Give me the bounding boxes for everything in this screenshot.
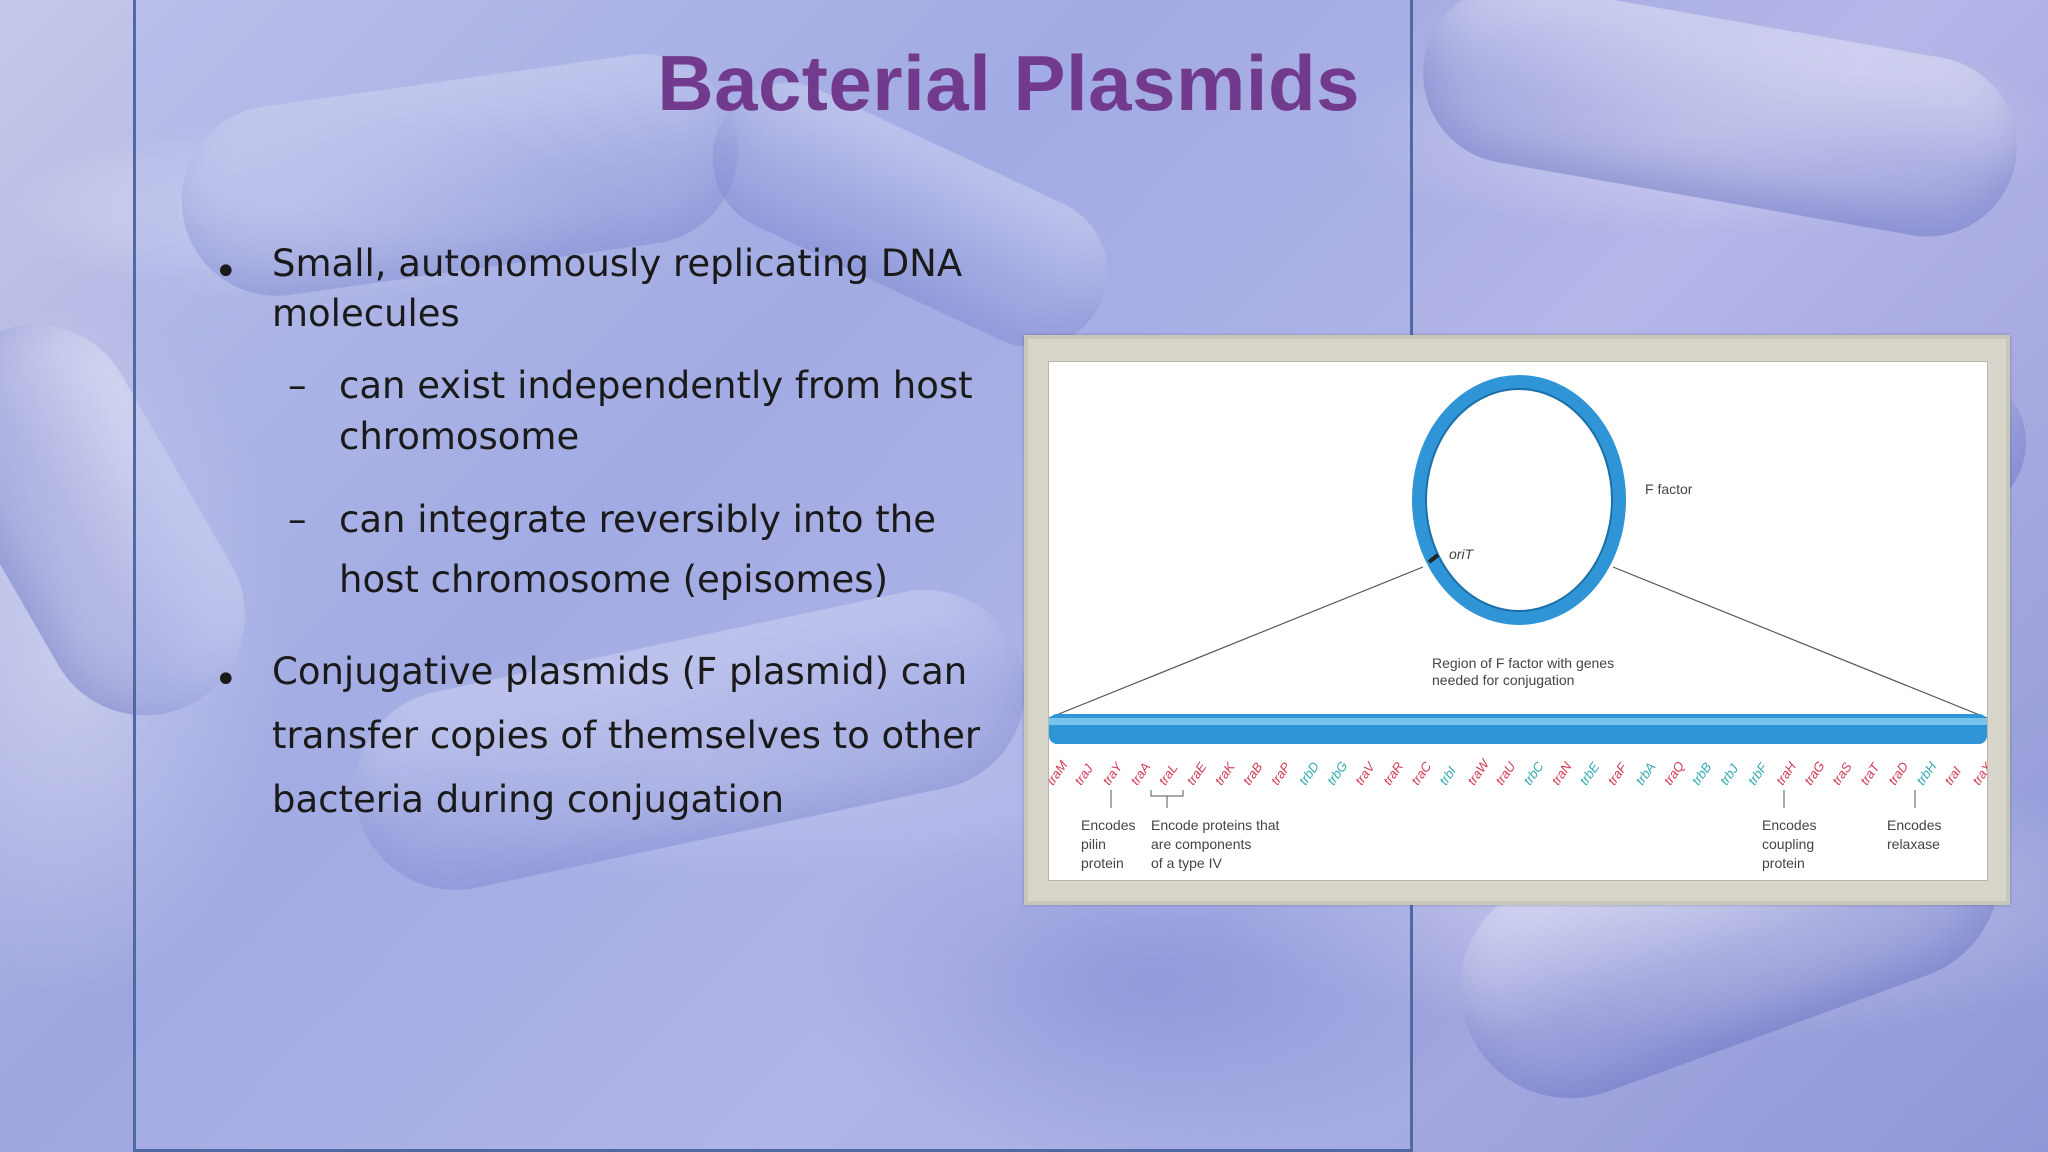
note-line: relaxase <box>1887 836 1940 852</box>
sub-bullet-text-line: can exist independently from host <box>339 364 973 407</box>
bullet-text-line: bacteria during conjugation <box>272 778 785 821</box>
note-line: of a type IV <box>1151 855 1222 871</box>
sub-bullet-text-line: chromosome <box>339 415 580 458</box>
orit-label: oriT <box>1449 546 1475 562</box>
figure-frame: oriT F factor Region of F factor with ge… <box>1024 335 2010 905</box>
gene-label-trbb: trbB <box>1689 759 1715 787</box>
gene-label-tral: traL <box>1155 761 1180 788</box>
note-line: coupling <box>1762 836 1814 852</box>
slide-title: Bacterial Plasmids <box>657 39 1360 127</box>
bar-highlight <box>1049 718 1987 725</box>
gene-label-trax: traX <box>1969 758 1987 787</box>
gene-label-tram: traM <box>1049 758 1070 788</box>
gene-label-trba: trbA <box>1632 760 1658 788</box>
gene-label-trbf: trbF <box>1745 759 1771 787</box>
gene-label-trbc: trbC <box>1520 758 1547 787</box>
gene-label-trav: traV <box>1352 758 1379 787</box>
gene-label-trat: traT <box>1857 759 1883 787</box>
expansion-line-right <box>1612 566 1988 719</box>
gene-label-trbh: trbH <box>1913 758 1940 787</box>
bullet-text-line: transfer copies of themselves to other <box>272 714 981 757</box>
sub-bullet-text-line: can integrate reversibly into the <box>339 498 937 541</box>
gene-label-tran: traN <box>1548 758 1575 787</box>
bullet-dot: • <box>214 249 238 295</box>
f-factor-label: F factor <box>1645 481 1693 497</box>
gene-label-trae: traE <box>1183 759 1209 787</box>
region-label-line: Region of F factor with genes <box>1432 655 1614 671</box>
orit-marker <box>1427 553 1440 564</box>
gene-label-traf: traF <box>1604 759 1630 787</box>
bullet-text-line: Conjugative plasmids (F plasmid) can <box>272 650 968 693</box>
gene-label-trad: traD <box>1885 759 1911 788</box>
note-line: Encodes <box>1762 817 1816 833</box>
plasmid-ring <box>1412 375 1626 625</box>
gene-label-trag: traG <box>1801 758 1828 787</box>
gene-label-trab: traB <box>1240 759 1266 787</box>
gene-label-tras: traS <box>1829 759 1855 787</box>
gene-label-trbg: trbG <box>1324 758 1351 787</box>
gene-label-trac: traC <box>1408 758 1435 787</box>
gene-label-trak: traK <box>1212 758 1239 787</box>
gene-label-traj: traJ <box>1071 761 1096 788</box>
gene-label-trau: traU <box>1492 758 1519 787</box>
sub-bullet-text-line: host chromosome (episomes) <box>339 558 889 601</box>
note-line: protein <box>1762 855 1805 871</box>
gene-label-trbd: trbD <box>1296 759 1322 788</box>
gene-label-trbe: trbE <box>1576 759 1602 787</box>
f-factor-figure: oriT F factor Region of F factor with ge… <box>1043 361 1996 881</box>
gene-label-traw: traW <box>1464 755 1493 787</box>
sub-bullet-dash: – <box>288 364 307 407</box>
plasmid-ring-inner-edge <box>1425 388 1613 612</box>
note-line: Encodes <box>1887 817 1941 833</box>
sub-bullet-dash: – <box>288 498 307 541</box>
gene-label-trap: traP <box>1268 759 1294 787</box>
gene-label-trbj: trbJ <box>1717 761 1742 788</box>
f-factor-diagram: oriT F factor Region of F factor with ge… <box>1043 375 1996 871</box>
gene-label-traq: traQ <box>1661 758 1688 787</box>
gene-label-trar: traR <box>1380 759 1406 788</box>
bullet-text-line: molecules <box>272 292 460 335</box>
note-line: protein <box>1081 855 1124 871</box>
bullet-text-line: Small, autonomously replicating DNA <box>272 242 963 285</box>
region-label-line: needed for conjugation <box>1432 672 1574 688</box>
gene-label-traa: traA <box>1127 760 1153 788</box>
expansion-line-left <box>1048 566 1424 719</box>
gene-label-tray: traY <box>1099 758 1126 787</box>
gene-label-trbi: trbI <box>1436 763 1459 787</box>
note-bracket <box>1150 790 1184 797</box>
note-line: pilin <box>1081 836 1106 852</box>
note-line: Encodes <box>1081 817 1135 833</box>
gene-label-trai: traI <box>1941 763 1964 787</box>
note-line: Encode proteins that <box>1151 817 1280 833</box>
bullet-dot: • <box>214 657 238 703</box>
gene-label-trah: traH <box>1773 758 1800 787</box>
note-line: are components <box>1151 836 1251 852</box>
